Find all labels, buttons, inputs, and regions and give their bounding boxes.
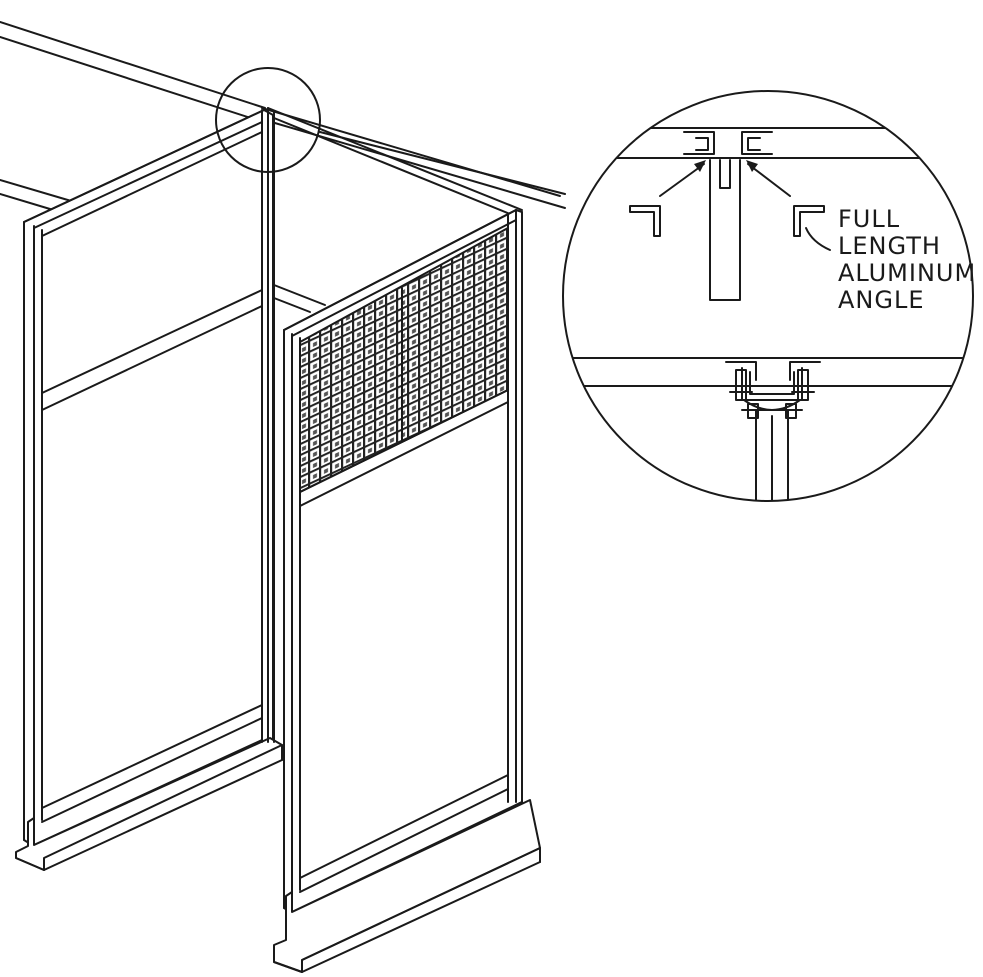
corner-post xyxy=(261,107,275,743)
detail-marker-circle xyxy=(215,67,321,173)
top-rail xyxy=(0,21,566,209)
right-top-rail xyxy=(267,107,523,313)
callout-line-4: ANGLE xyxy=(838,286,925,314)
aluminum-angle-callout: FULL LENGTH ALUMINUM ANGLE xyxy=(838,206,976,314)
leader-to-detail xyxy=(319,131,566,195)
enlarged-detail xyxy=(562,90,974,502)
callout-line-2: LENGTH xyxy=(838,232,941,260)
left-panel xyxy=(15,109,283,871)
callout-line-1: FULL xyxy=(838,205,901,233)
right-panel xyxy=(273,209,541,973)
callout-line-3: ALUMINUM xyxy=(838,259,977,287)
